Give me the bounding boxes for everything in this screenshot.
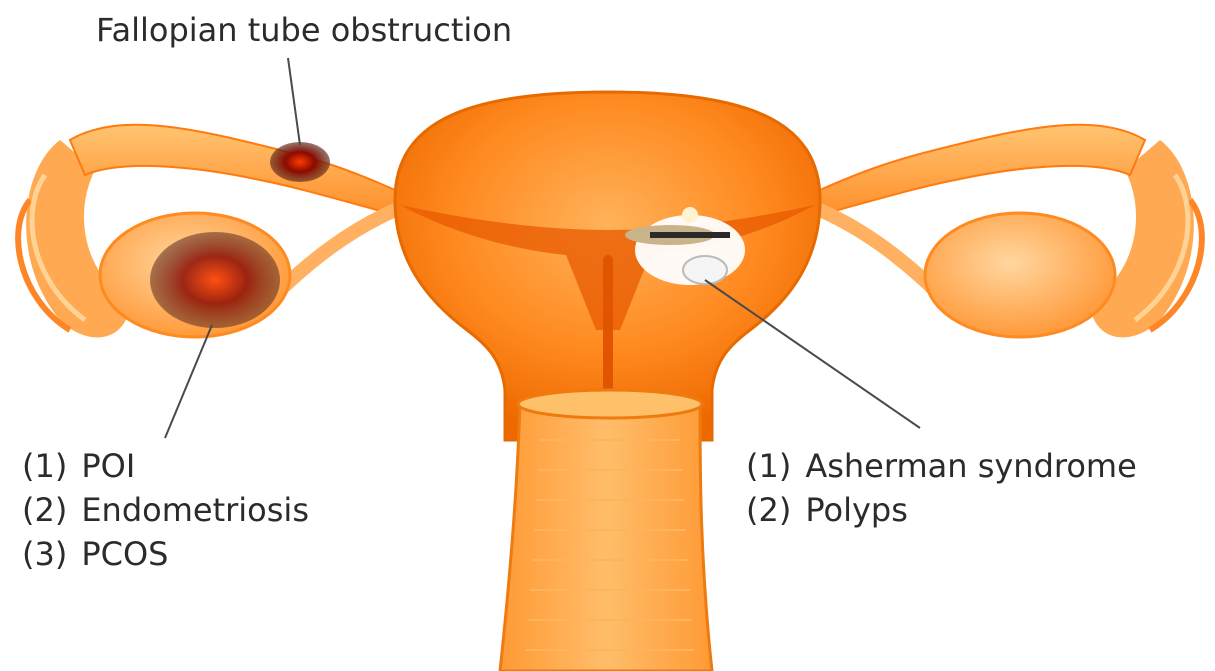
list-item-number: (1) (746, 444, 791, 488)
left-ovary-lesion (150, 232, 280, 328)
uterus-leader-line (705, 280, 920, 428)
right-ovary (925, 213, 1115, 337)
list-item-number: (2) (22, 488, 67, 532)
right-fimbriae (1090, 140, 1202, 337)
fallopian-tube-label: Fallopian tube obstruction (96, 8, 512, 52)
right-fallopian-tube (820, 125, 1145, 215)
list-item-text: POI (81, 444, 135, 488)
list-item-text: Endometriosis (81, 488, 309, 532)
ovary-leader-line (165, 325, 212, 438)
left-fallopian-tube (70, 125, 395, 215)
list-item-number: (3) (22, 532, 67, 576)
ovary-conditions-list: (1) POI (2) Endometriosis (3) PCOS (22, 444, 309, 576)
list-item: (2) Endometriosis (22, 488, 309, 532)
list-item: (1) Asherman syndrome (746, 444, 1137, 488)
tube-obstruction-lesion (270, 142, 330, 182)
cervix (518, 390, 702, 418)
list-item: (2) Polyps (746, 488, 1137, 532)
list-item: (1) POI (22, 444, 309, 488)
list-item: (3) PCOS (22, 532, 309, 576)
list-item-number: (2) (746, 488, 791, 532)
uterine-conditions-list: (1) Asherman syndrome (2) Polyps (746, 444, 1137, 532)
list-item-text: Polyps (805, 488, 908, 532)
tube-leader-line (288, 58, 300, 145)
list-item-text: Asherman syndrome (805, 444, 1136, 488)
list-item-number: (1) (22, 444, 67, 488)
list-item-text: PCOS (81, 532, 168, 576)
